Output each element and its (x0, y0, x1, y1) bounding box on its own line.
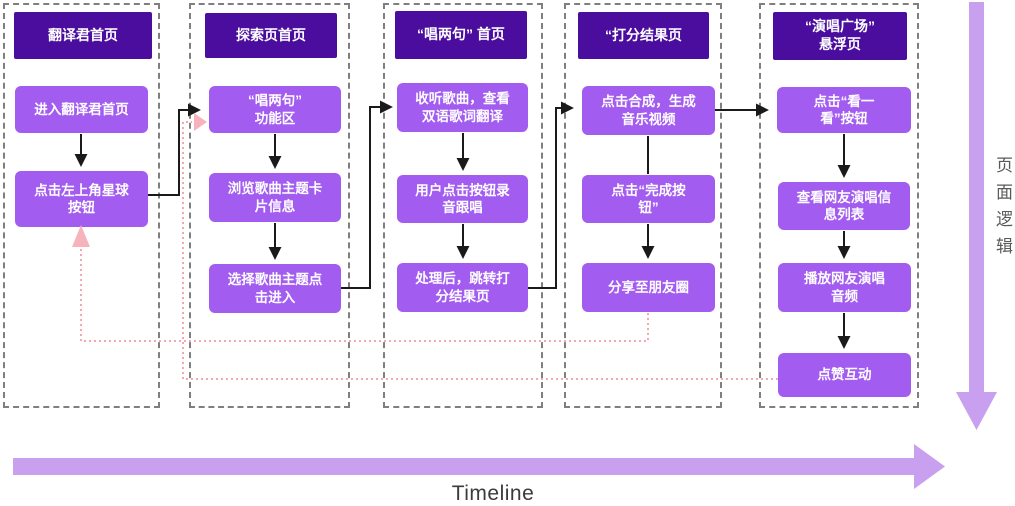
page-header-box: 探索页首页 (205, 13, 337, 58)
page-header-box: 翻译君首页 (14, 12, 152, 59)
page-logic-arrow-icon (956, 392, 997, 430)
page-header-box: “演唱广场” 悬浮页 (773, 12, 907, 60)
page-header-box: “唱两句” 首页 (395, 11, 527, 59)
step-box: 点击“看一 看”按钮 (777, 87, 911, 133)
step-box: 点击“完成按 钮” (582, 175, 715, 223)
step-box: 选择歌曲主题点 击进入 (209, 264, 341, 313)
flow-column-translator-home (3, 3, 160, 408)
step-box: 进入翻译君首页 (15, 86, 148, 133)
timeline-label: Timeline (451, 482, 535, 505)
step-box: 查看网友演唱信 息列表 (778, 182, 910, 230)
pink-feedback-line-share-to-home (80, 248, 649, 342)
step-box: “唱两句” 功能区 (209, 86, 341, 133)
step-box: 浏览歌曲主题卡 片信息 (209, 173, 341, 222)
timeline-arrow-shaft (13, 458, 914, 475)
step-box: 点赞互动 (778, 353, 911, 397)
page-logic-label: 页面逻辑 (993, 156, 1012, 264)
step-box: 播放网友演唱 音频 (778, 263, 911, 312)
step-box: 用户点击按钮录 音跟唱 (397, 175, 528, 223)
page-header-box: “打分结果页 (578, 12, 709, 59)
step-box: 处理后，跳转打 分结果页 (397, 263, 528, 312)
page-logic-arrow-shaft (969, 2, 984, 392)
step-box: 点击合成，生成 音乐视频 (582, 86, 715, 135)
step-box: 收听歌曲，查看 双语歌词翻译 (397, 83, 528, 132)
step-box: 分享至朋友圈 (582, 263, 715, 312)
step-box: 点击左上角星球 按钮 (15, 171, 148, 227)
timeline-arrow-icon (914, 444, 945, 489)
